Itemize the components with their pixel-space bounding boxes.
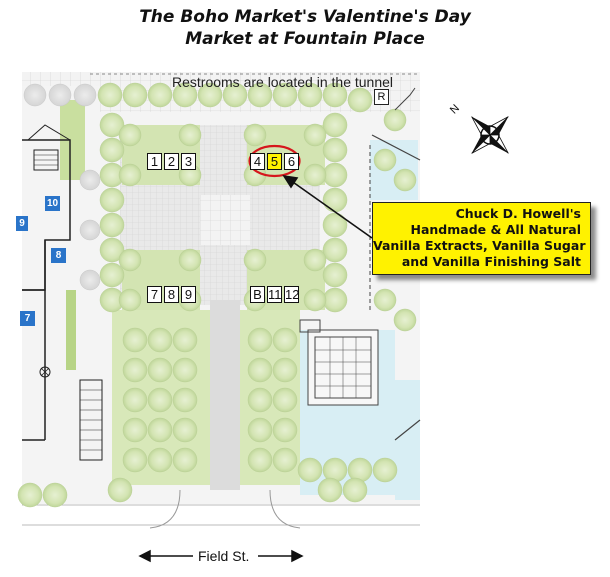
restroom-note: Restrooms are located in the tunnel [172, 74, 394, 90]
booth-1: 1 [147, 153, 162, 170]
building-label-8: 8 [51, 248, 66, 263]
left-building [22, 124, 103, 461]
building-label-9: 9 [16, 216, 28, 231]
restroom-marker: R [374, 89, 389, 105]
tree-canopies [17, 82, 417, 508]
booth-4: 4 [250, 153, 265, 170]
field-street-arrows [138, 549, 304, 563]
booth-b: B [250, 286, 265, 303]
callout-line-1: Chuck D. Howell's [455, 206, 581, 221]
title-line-1: The Boho Market's Valentine's Day [139, 7, 471, 27]
callout-line-2: Handmade & All Natural [410, 222, 581, 237]
booth-8: 8 [164, 286, 179, 303]
title-line-2: Market at Fountain Place [185, 29, 425, 49]
booth-11: 11 [267, 286, 282, 303]
booth-6: 6 [284, 153, 299, 170]
callout-arrow [282, 174, 373, 239]
street-label: Field St. [198, 548, 250, 564]
building-label-7: 7 [20, 311, 35, 326]
vendor-callout: Chuck D. Howell's Handmade & All Natural… [372, 202, 591, 275]
page-title: The Boho Market's Valentine's Day Market… [0, 6, 610, 50]
booth-12: 12 [284, 286, 300, 303]
callout-line-4: and Vanilla Finishing Salt [401, 254, 581, 269]
right-building [90, 73, 421, 441]
highlight-circle [248, 144, 301, 178]
booth-3: 3 [181, 153, 196, 170]
compass-icon [471, 116, 509, 154]
callout-line-3: Vanilla Extracts, Vanilla Sugar [373, 238, 586, 253]
booth-7: 7 [147, 286, 162, 303]
booth-2: 2 [164, 153, 179, 170]
booth-5-highlighted: 5 [267, 153, 282, 170]
compass-north-label: N [448, 102, 462, 116]
booth-9: 9 [181, 286, 196, 303]
building-label-10: 10 [45, 196, 60, 211]
